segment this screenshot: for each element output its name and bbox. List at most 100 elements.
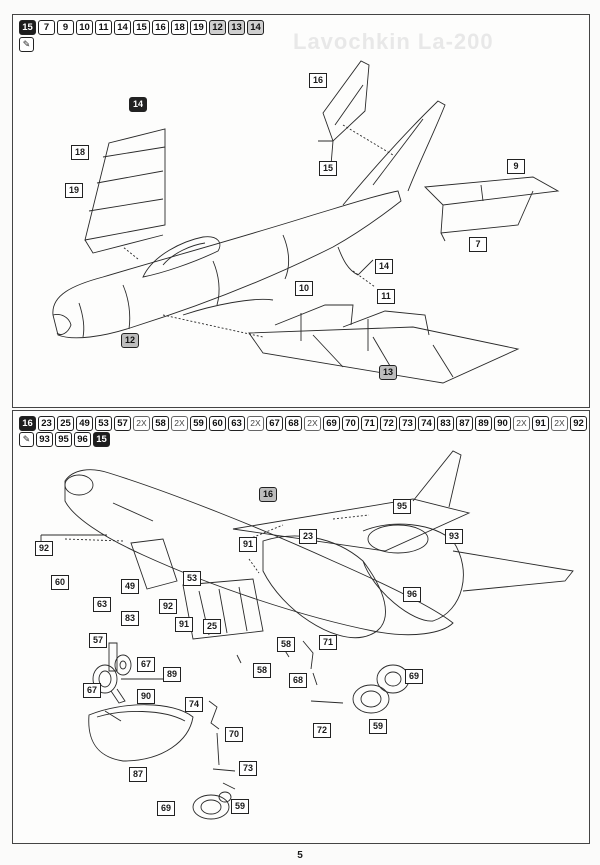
part-callout: 74 [185,697,203,712]
part-callout: 53 [183,571,201,586]
part-callout: 12 [121,333,139,348]
part-callout: 67 [137,657,155,672]
part-number-box: 91 [532,416,549,431]
part-callout: 69 [157,801,175,816]
part-number-box: 15 [133,20,150,35]
part-callout: 92 [35,541,53,556]
part-callout: 93 [445,529,463,544]
part-number-box: 92 [570,416,587,431]
part-number-box: 16 [19,416,36,431]
landing-gear-exploded-drawing [40,450,574,820]
background-title: Lavochkin La-200 [293,29,494,54]
part-callout: 92 [159,599,177,614]
part-number-box: 96 [74,432,91,447]
glue-icon: ✎ [19,37,34,52]
part-number-box: 73 [399,416,416,431]
part-number-box: 95 [55,432,72,447]
part-callout: 67 [83,683,101,698]
part-callout: 72 [313,723,331,738]
part-number-box: 90 [494,416,511,431]
part-number-box: 2X [133,416,150,431]
part-callout: 49 [121,579,139,594]
part-callout: 89 [163,667,181,682]
part-callout: 19 [65,183,83,198]
part-callout: 59 [231,799,249,814]
part-callout: 95 [393,499,411,514]
part-number-box: 15 [19,20,36,35]
part-number-box: 2X [247,416,264,431]
part-callout: 63 [93,597,111,612]
part-number-box: 68 [285,416,302,431]
part-callout: 23 [299,529,317,544]
part-callout: 68 [289,673,307,688]
part-number-box: 69 [323,416,340,431]
part-number-box: 67 [266,416,283,431]
part-number-box: 11 [95,20,112,35]
part-callout: 10 [295,281,313,296]
part-callout: 83 [121,611,139,626]
part-callout: 16 [309,73,327,88]
part-callout: 90 [137,689,155,704]
part-number-box: 13 [228,20,245,35]
part-callout: 60 [51,575,69,590]
part-number-box: 72 [380,416,397,431]
part-number-box: 9 [57,20,74,35]
part-callout: 96 [403,587,421,602]
part-callout: 69 [405,669,423,684]
part-number-box: 16 [152,20,169,35]
part-number-box: 15 [93,432,110,447]
part-number-box: 10 [76,20,93,35]
part-callout: 11 [377,289,395,304]
part-callout: 57 [89,633,107,648]
part-number-box: 83 [437,416,454,431]
part-number-box: 23 [38,416,55,431]
part-callout: 15 [319,161,337,176]
part-callout: 16 [259,487,277,502]
part-callout: 18 [71,145,89,160]
part-number-box: 2X [513,416,530,431]
part-number-box: 60 [209,416,226,431]
part-number-box: 57 [114,416,131,431]
part-number-box: 89 [475,416,492,431]
part-callout: 87 [129,767,147,782]
part-number-box: 18 [171,20,188,35]
part-callout: 14 [129,97,147,112]
part-number-box: 53 [95,416,112,431]
part-number-box: 63 [228,416,245,431]
part-number-box: 71 [361,416,378,431]
part-number-box: 7 [38,20,55,35]
glue-icon: ✎ [19,432,34,447]
part-callout: 71 [319,635,337,650]
part-callout: 25 [203,619,221,634]
part-callout: 73 [239,761,257,776]
part-callout: 58 [277,637,295,652]
part-number-box: 93 [36,432,53,447]
part-number-box: 14 [247,20,264,35]
part-callout: 59 [369,719,387,734]
part-callout: 70 [225,727,243,742]
part-number-box: 2X [304,416,321,431]
part-callout: 91 [239,537,257,552]
part-callout: 14 [375,259,393,274]
part-callout: 13 [379,365,397,380]
part-number-box: 25 [57,416,74,431]
fuselage-wing-drawing [52,60,560,384]
part-number-box: 87 [456,416,473,431]
part-callout: 91 [175,617,193,632]
part-number-box: 74 [418,416,435,431]
part-number-box: 2X [171,416,188,431]
part-callout: 58 [253,663,271,678]
part-number-box: 59 [190,416,207,431]
part-number-box: 58 [152,416,169,431]
part-number-box: 19 [190,20,207,35]
part-callout: 9 [507,159,525,174]
part-callout: 7 [469,237,487,252]
part-number-box: 14 [114,20,131,35]
part-number-box: 49 [76,416,93,431]
